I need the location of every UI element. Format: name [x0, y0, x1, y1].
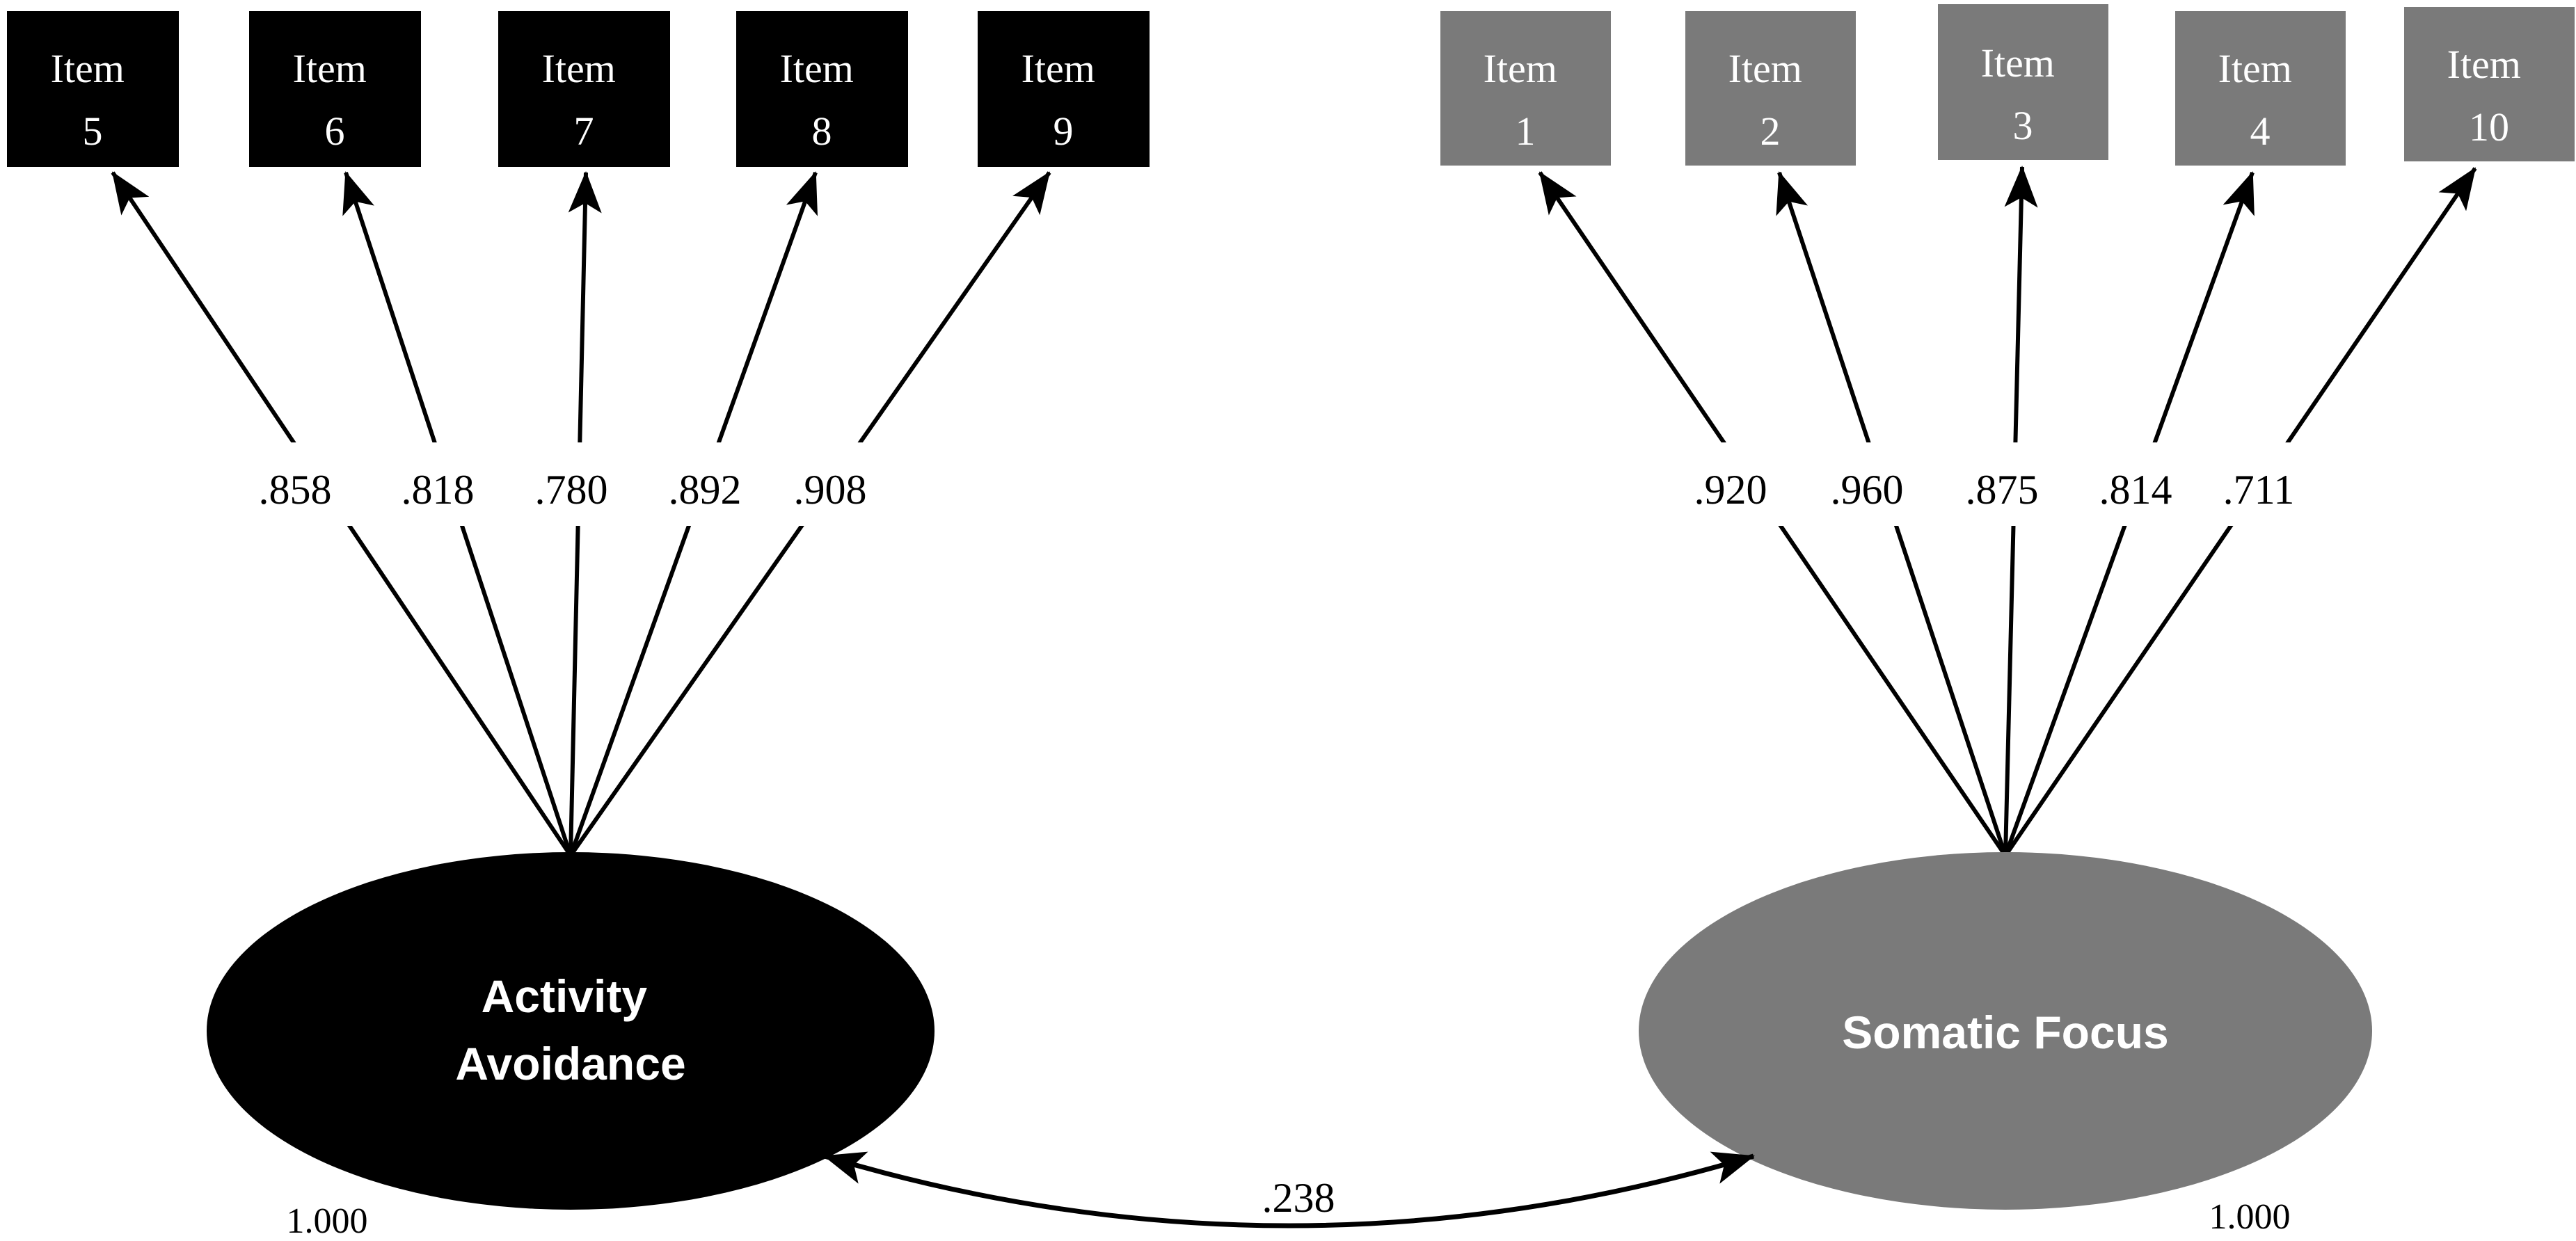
variance-label-activity-avoidance: 1.000	[287, 1201, 368, 1241]
factor-label-activity-avoidance: Activity Avoidance	[455, 970, 685, 1089]
loading-values-somatic-focus: .920 .960 .875 .814 .711	[1694, 467, 2295, 513]
indicator-box-item-3	[1938, 4, 2108, 160]
loading-value: .814	[2099, 467, 2172, 513]
indicators-somatic-focus: Item 1 Item 2 Item 3 Item 4 Item 10	[1440, 4, 2575, 166]
indicator-box-item-5	[7, 11, 179, 167]
indicator-box-item-9	[978, 11, 1150, 167]
indicator-label-item-8: Item 8	[780, 46, 864, 154]
indicator-box-item-10	[2404, 7, 2575, 161]
variance-label-somatic-focus: 1.000	[2209, 1197, 2291, 1237]
latent-factor-ellipse-somatic-focus	[1639, 852, 2372, 1210]
indicator-box-item-8	[736, 11, 908, 167]
indicator-label-item-7: Item 7	[542, 46, 626, 154]
indicator-box-item-1	[1440, 11, 1611, 166]
indicator-box-item-2	[1685, 11, 1856, 166]
label-band-left	[195, 442, 932, 526]
indicator-label-item-3: Item 3	[1981, 40, 2065, 148]
loading-value: .818	[401, 467, 475, 513]
indicator-label-item-6: Item 6	[293, 46, 377, 154]
loading-value: .908	[794, 467, 867, 513]
loading-value: .780	[535, 467, 608, 513]
indicator-label-item-1: Item 1	[1484, 46, 1568, 154]
indicator-label-item-2: Item 2	[1728, 46, 1813, 154]
loading-value: .960	[1831, 467, 1904, 513]
indicator-label-item-9: Item 9	[1021, 46, 1106, 154]
indicator-box-item-6	[249, 11, 421, 167]
loading-value: .920	[1694, 467, 1767, 513]
loading-value: .711	[2223, 467, 2295, 513]
indicators-activity-avoidance: Item 5 Item 6 Item 7 Item 8 Item 9	[7, 11, 1150, 167]
correlation-value: .238	[1262, 1175, 1335, 1221]
indicator-label-item-4: Item 4	[2218, 46, 2303, 154]
loading-value: .892	[669, 467, 742, 513]
indicator-label-item-5: Item 5	[51, 46, 135, 154]
latent-factor-ellipse-activity-avoidance	[207, 852, 935, 1210]
loading-value: .858	[259, 467, 332, 513]
loading-values-activity-avoidance: .858 .818 .780 .892 .908	[259, 467, 867, 513]
indicator-label-item-10: Item 10	[2447, 42, 2531, 150]
indicator-box-item-4	[2175, 11, 2346, 166]
correlation-arrow	[823, 1151, 1755, 1228]
factor-label-somatic-focus: Somatic Focus	[1842, 1007, 2168, 1058]
loading-value: .875	[1966, 467, 2039, 513]
indicator-box-item-7	[498, 11, 670, 167]
label-band-right	[1642, 442, 2345, 526]
